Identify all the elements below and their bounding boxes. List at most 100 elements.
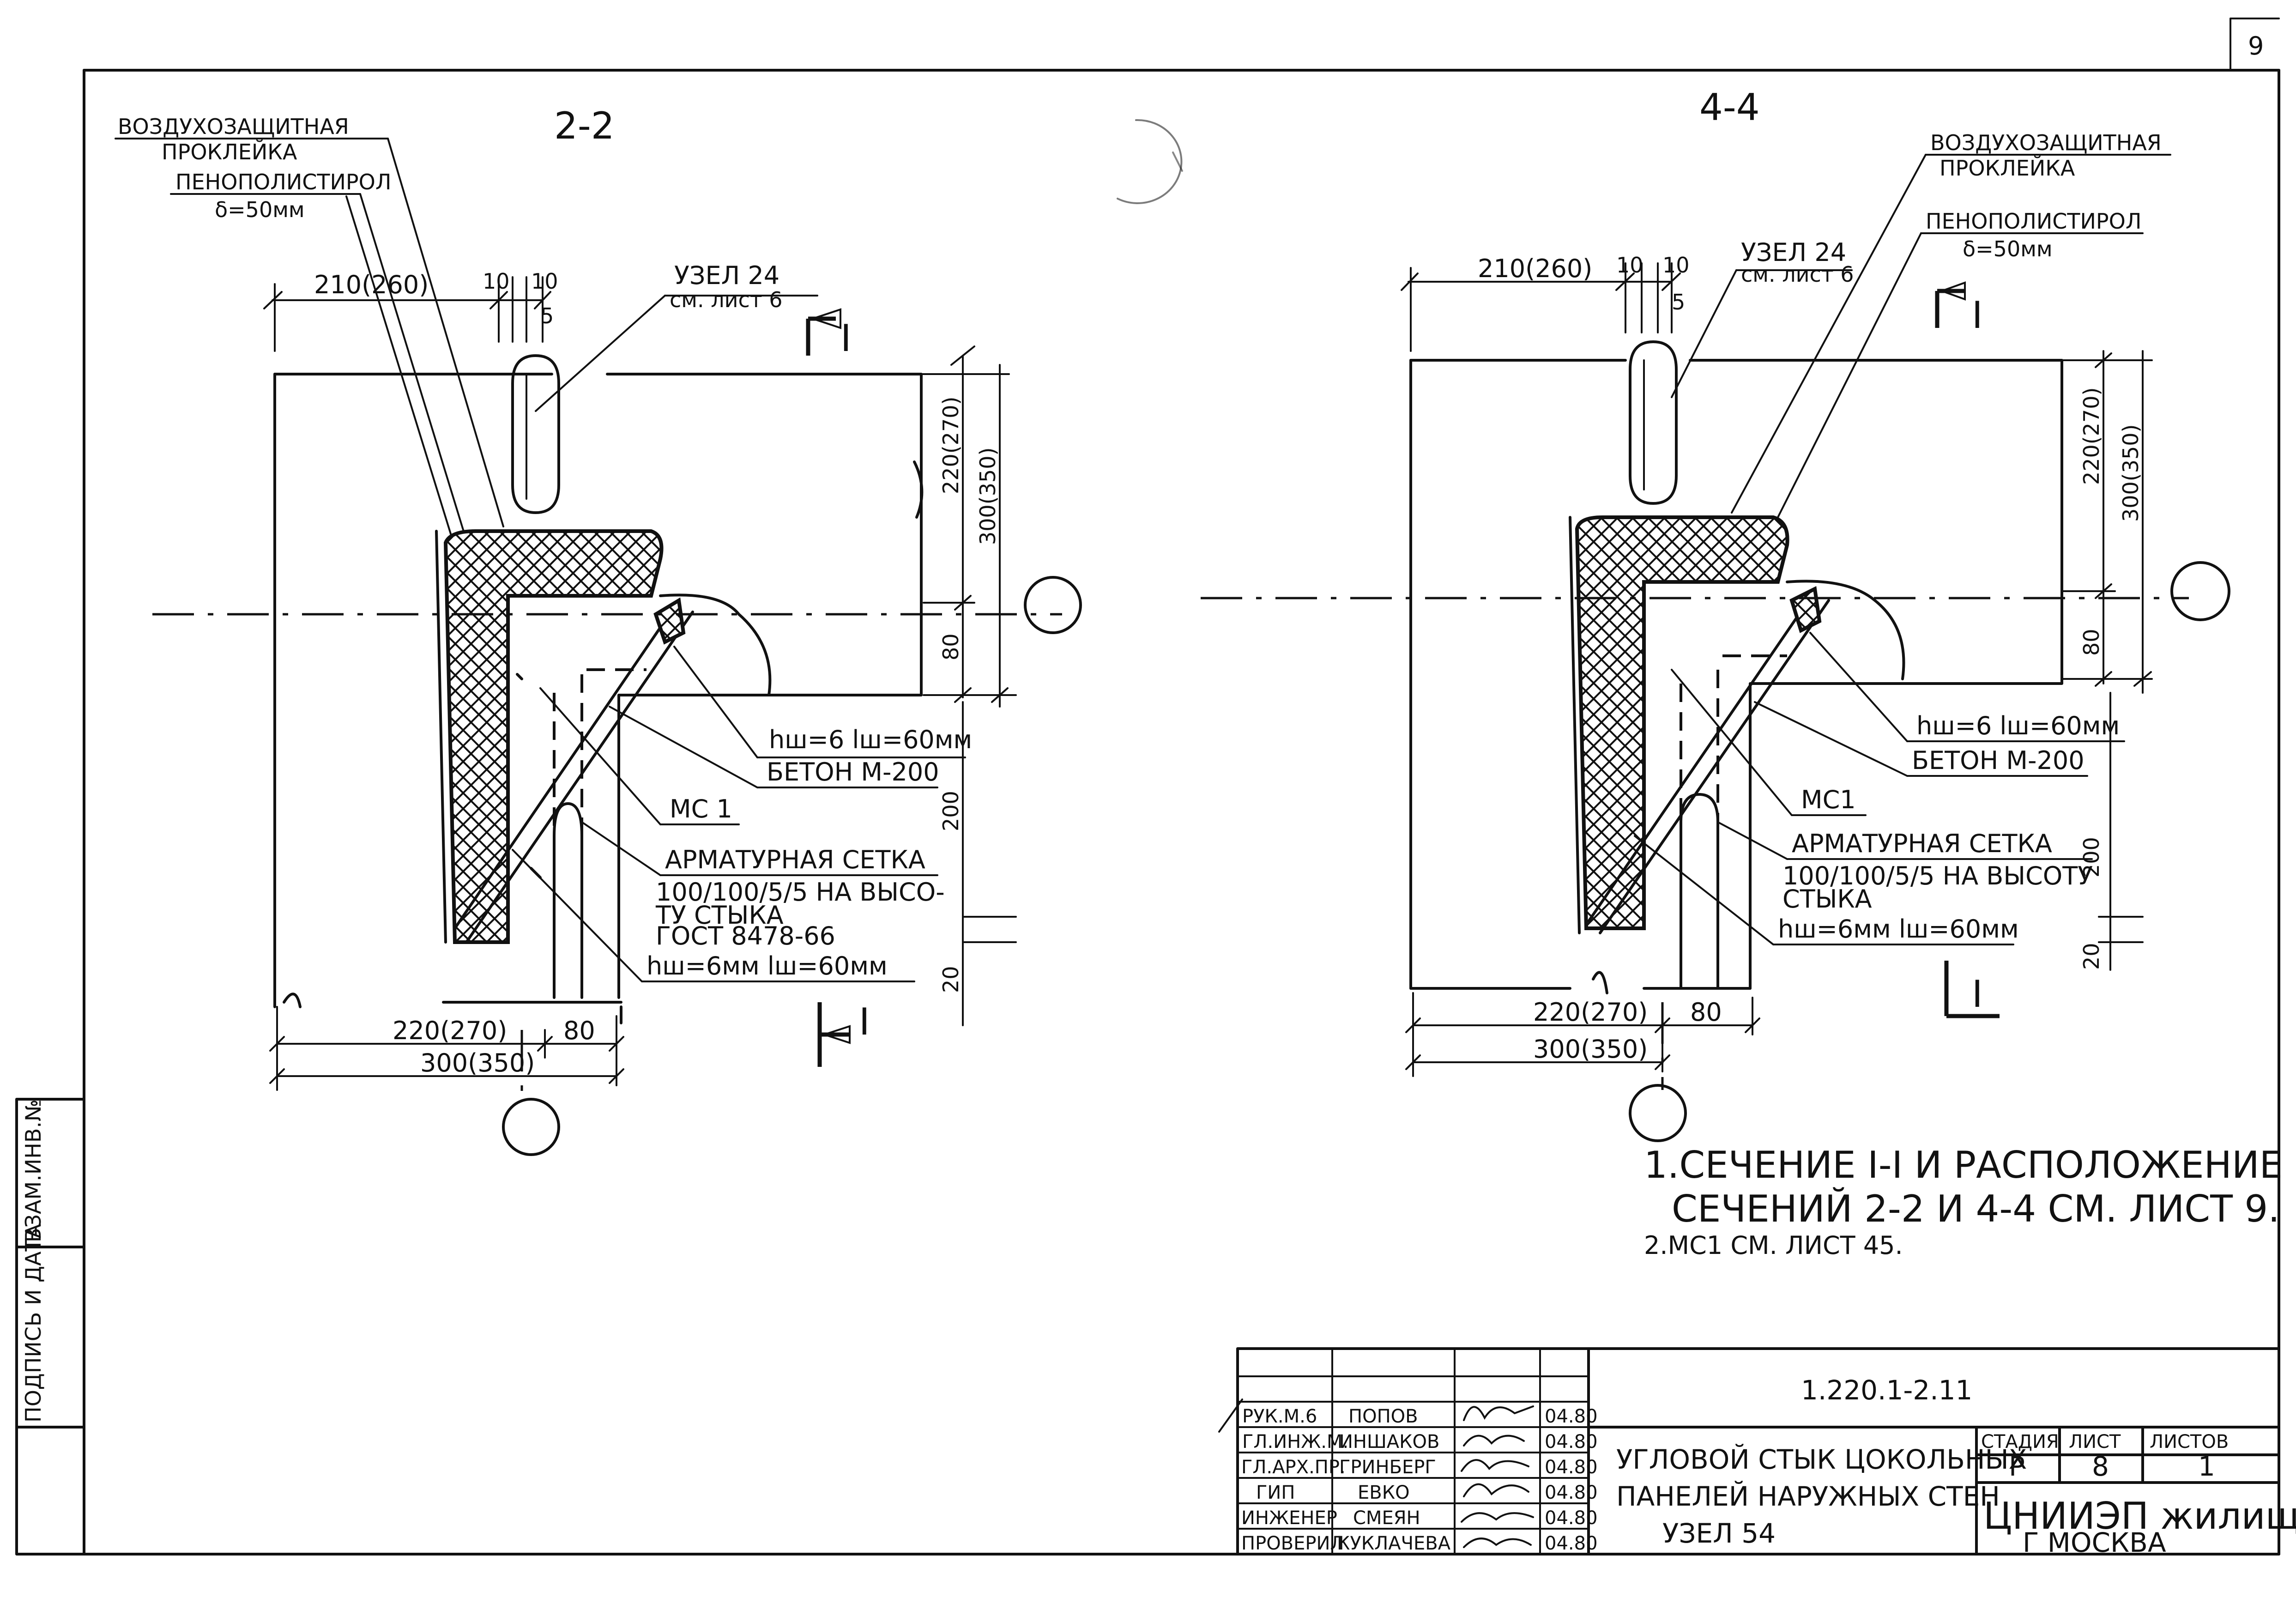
dim-v-80: 80: [2079, 629, 2104, 656]
side-stamp: ВЗАМ.ИНВ.№ ПОДПИСЬ И ДАТА: [15, 1098, 85, 1556]
dim-v-220: 220(270): [2079, 387, 2104, 485]
title-line-3: УЗЕЛ 54: [1662, 1518, 1776, 1549]
person-role: ПРОВЕРИЛ: [1241, 1533, 1344, 1554]
side-stamp-inv: ВЗАМ.ИНВ.№: [21, 1099, 46, 1242]
person-name: ЕВКО: [1358, 1482, 1410, 1503]
stage-header: СТАДИЯ: [1981, 1431, 2059, 1453]
label-mesh-4: ГОСТ 8478-66: [656, 921, 835, 950]
page-number: 9: [2248, 31, 2264, 61]
label-foam-thickness: δ=50мм: [1963, 236, 2053, 261]
label-foam-thickness: δ=50мм: [215, 197, 305, 222]
person-date: 04.80: [1545, 1431, 1598, 1453]
label-concrete: БЕТОН М-200: [1912, 746, 2085, 775]
label-weld: hш=6 lш=60мм: [1916, 711, 2120, 740]
label-mesh-2: 100/100/5/5 НА ВЫСО-: [656, 878, 945, 907]
label-weld-2: hш=6мм lш=60мм: [1778, 914, 2019, 944]
label-node-sheet: см. лист 6: [670, 287, 783, 312]
view-4-4: 4-4 ВОЗДУХОЗАЩИТНАЯ ПРОКЛЕЙКА ПЕНОПОЛИСТ…: [1201, 86, 2230, 1142]
org-name: ЦНИИЭП жилища: [1983, 1495, 2296, 1537]
label-mesh: АРМАТУРНАЯ СЕТКА: [665, 845, 925, 874]
label-air-barrier-2: ПРОКЛЕЙКА: [1940, 156, 2075, 181]
axis-marker-right: [2170, 561, 2230, 621]
dim-top-width: 210(260): [1478, 254, 1592, 283]
sheet-value: 8: [2092, 1451, 2109, 1482]
person-role: РУК.М.6: [1242, 1406, 1317, 1427]
note-line-1: 1.СЕЧЕНИЕ I-I И РАСПОЛОЖЕНИЕ: [1644, 1144, 2283, 1186]
dim-b-80: 80: [1690, 998, 1722, 1027]
dim-b-220: 220(270): [1533, 998, 1648, 1027]
section-mark-bottom: I: [859, 1000, 870, 1043]
person-date: 04.80: [1545, 1533, 1598, 1554]
person-role: ИНЖЕНЕР: [1241, 1507, 1337, 1529]
doc-code: 1.220.1-2.11: [1801, 1374, 1972, 1406]
axis-marker-bottom: [502, 1098, 560, 1156]
title-line-2: ПАНЕЛЕЙ НАРУЖНЫХ СТЕН: [1616, 1480, 2000, 1512]
dim-gap-10b: 10: [531, 269, 558, 294]
sheet-frame: 9: [83, 18, 2280, 1556]
dim-v-200: 200: [938, 791, 963, 831]
person-name: ИНШАКОВ: [1339, 1431, 1439, 1453]
note-line-2: СЕЧЕНИЙ 2-2 И 4-4 СМ. ЛИСТ 9.: [1672, 1187, 2280, 1230]
dim-v-300: 300(350): [2118, 424, 2143, 522]
dim-b-80: 80: [563, 1016, 595, 1045]
org-city: Г МОСКВА: [2023, 1527, 2166, 1558]
label-air-barrier-2: ПРОКЛЕЙКА: [162, 139, 297, 164]
sheet-header: ЛИСТ: [2069, 1431, 2121, 1453]
stage-value: Р: [2009, 1451, 2025, 1482]
label-weld-2: hш=6мм lш=60мм: [647, 951, 888, 981]
person-name: ГРИНБЕРГ: [1339, 1457, 1436, 1478]
label-node-ref: УЗЕЛ 24: [674, 261, 779, 290]
dim-v-220: 220(270): [938, 397, 963, 495]
section-mark-top: I: [1972, 294, 1983, 337]
notes: 1.СЕЧЕНИЕ I-I И РАСПОЛОЖЕНИЕ СЕЧЕНИЙ 2-2…: [1644, 1144, 2283, 1260]
person-date: 04.80: [1545, 1457, 1598, 1478]
person-date: 04.80: [1545, 1482, 1598, 1503]
label-mesh-2: 100/100/5/5 НА ВЫСОТУ: [1782, 861, 2093, 890]
dim-gap-10a: 10: [483, 269, 510, 294]
dim-gap-10b: 10: [1662, 253, 1690, 278]
dim-v-300: 300(350): [975, 448, 1000, 545]
view-2-2: 2-2 ВОЗДУХОЗАЩИТНАЯ ПРОКЛЕЙКА ПЕНОПОЛИСТ…: [115, 104, 1082, 1156]
person-role: ГЛ.АРХ.ПР.: [1241, 1457, 1346, 1478]
note-line-3: 2.МС1 СМ. ЛИСТ 45.: [1644, 1231, 1903, 1260]
axis-marker-bottom: [1629, 1084, 1687, 1142]
dim-v-80: 80: [938, 633, 963, 660]
view-title: 4-4: [1699, 86, 1760, 129]
side-stamp-sign: ПОДПИСЬ И ДАТА: [21, 1223, 46, 1422]
title-line-1: УГЛОВОЙ СТЫК ЦОКОЛЬНЫХ: [1616, 1443, 2027, 1475]
sheets-header: ЛИСТОВ: [2150, 1431, 2229, 1453]
dim-top-width: 210(260): [314, 270, 429, 299]
label-weld: hш=6 lш=60мм: [769, 725, 972, 754]
person-date: 04.80: [1545, 1507, 1598, 1529]
label-node-sheet: см. лист 6: [1741, 262, 1854, 287]
view-title: 2-2: [554, 104, 615, 147]
dim-gap-5: 5: [540, 303, 554, 328]
person-name: КУКЛАЧЕВА: [1337, 1533, 1451, 1554]
label-air-barrier: ВОЗДУХОЗАЩИТНАЯ: [118, 114, 349, 139]
dim-v-20: 20: [938, 966, 963, 993]
title-block: 1.220.1-2.11 УГЛОВОЙ СТЫК ЦОКОЛЬНЫХ ПАНЕ…: [1218, 1347, 2296, 1558]
label-mesh-item: МС1: [1801, 785, 1856, 814]
dim-gap-10a: 10: [1616, 253, 1643, 278]
dim-v-20: 20: [2079, 943, 2104, 970]
person-role: ГИП: [1256, 1482, 1295, 1503]
label-node-ref: УЗЕЛ 24: [1741, 238, 1846, 267]
label-air-barrier: ВОЗДУХОЗАЩИТНАЯ: [1930, 130, 2162, 155]
person-date: 04.80: [1545, 1406, 1598, 1427]
label-mesh-3: ТУ СТЫКА: [655, 901, 784, 930]
faint-seal-icon: [1117, 119, 1183, 204]
dim-v-200: 200: [2079, 837, 2104, 878]
label-foam: ПЕНОПОЛИСТИРОЛ: [175, 169, 391, 194]
section-mark-bottom: I: [1972, 973, 1983, 1016]
axis-marker-right: [1024, 576, 1082, 634]
label-mesh: АРМАТУРНАЯ СЕТКА: [1792, 829, 2052, 858]
dim-gap-5: 5: [1672, 290, 1685, 315]
section-mark-top: I: [840, 317, 852, 360]
label-foam: ПЕНОПОЛИСТИРОЛ: [1926, 209, 2141, 234]
person-role: ГЛ.ИНЖ.М.: [1242, 1431, 1348, 1453]
label-mesh-3: СТЫКА: [1782, 884, 1872, 914]
label-concrete: БЕТОН М-200: [767, 757, 939, 787]
person-name: ПОПОВ: [1348, 1406, 1418, 1427]
signature-marks: [1218, 1398, 1534, 1548]
